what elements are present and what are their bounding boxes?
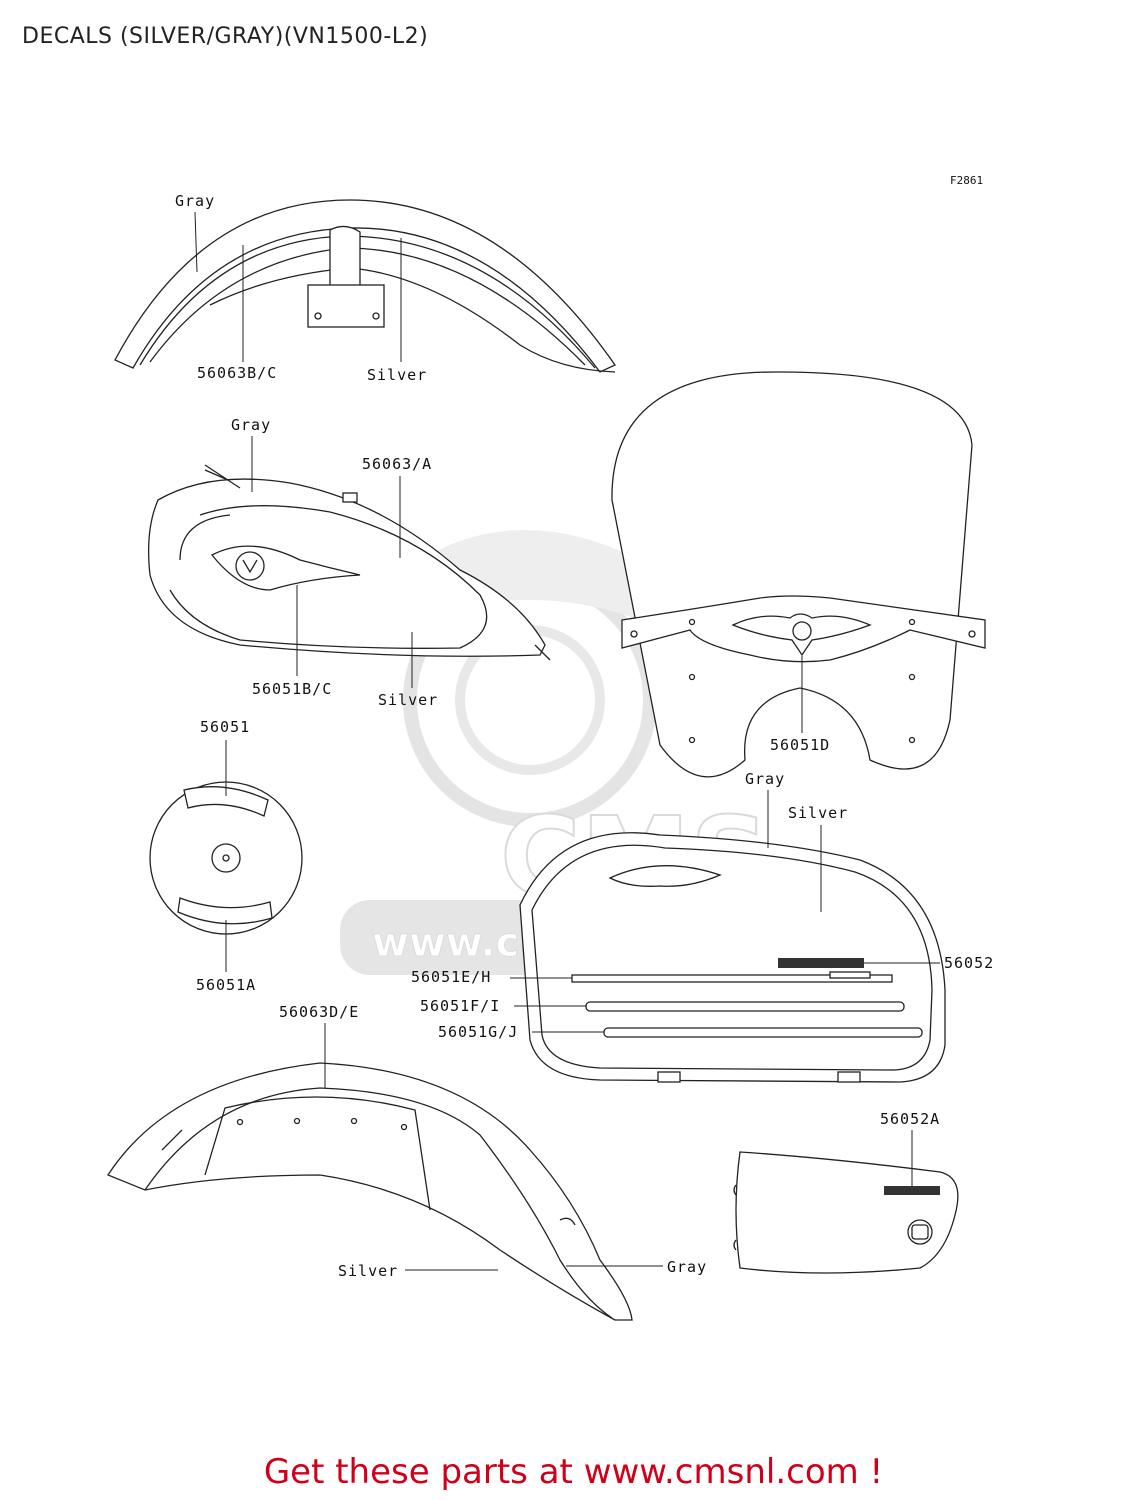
rear-fender [107,1062,633,1321]
front-fender-gray-label: Gray [175,192,215,210]
page-title: DECALS (SILVER/GRAY)(VN1500-L2) [22,24,429,49]
bag-part-gj-label: 56051G/J [438,1023,518,1041]
decals-diagram: CMS www.cmsnl.com F2861 Gray 56063B/C Si… [107,174,994,1321]
footer-banner: Get these parts at www.cmsnl.com ! [0,1452,1147,1492]
bag-silver-label: Silver [788,804,848,822]
saddlebag [519,832,946,1083]
cover-top-label: 56051 [200,718,250,736]
figure-ref: F2861 [950,174,983,187]
front-fender-silver-label: Silver [367,366,427,384]
bag-gray-label: Gray [745,770,785,788]
bag-part-52-label: 56052 [944,954,994,972]
tank-gray-label: Gray [231,416,271,434]
side-cover [733,1151,959,1274]
rear-fender-gray-label: Gray [667,1258,707,1276]
fuel-tank [148,464,551,661]
rear-fender-part-label: 56063D/E [279,1003,359,1021]
windshield-part-label: 56051D [770,736,830,754]
front-fender-part-label: 56063B/C [197,364,277,382]
footer-suffix: ! [858,1452,884,1492]
tank-part-b-label: 56051B/C [252,680,332,698]
tank-silver-label: Silver [378,691,438,709]
round-cover [149,781,303,935]
footer-prefix: Get these parts at [263,1452,584,1492]
rear-fender-silver-label: Silver [338,1262,398,1280]
windshield [611,371,986,778]
front-fender [114,199,616,373]
footer-link[interactable]: www.cmsnl.com [583,1452,859,1492]
bag-part-fi-label: 56051F/I [420,997,500,1015]
cover-bottom-label: 56051A [196,976,256,994]
side-cover-part-label: 56052A [880,1110,940,1128]
bag-part-eh-label: 56051E/H [411,968,491,986]
tank-part-a-label: 56063/A [362,455,432,473]
